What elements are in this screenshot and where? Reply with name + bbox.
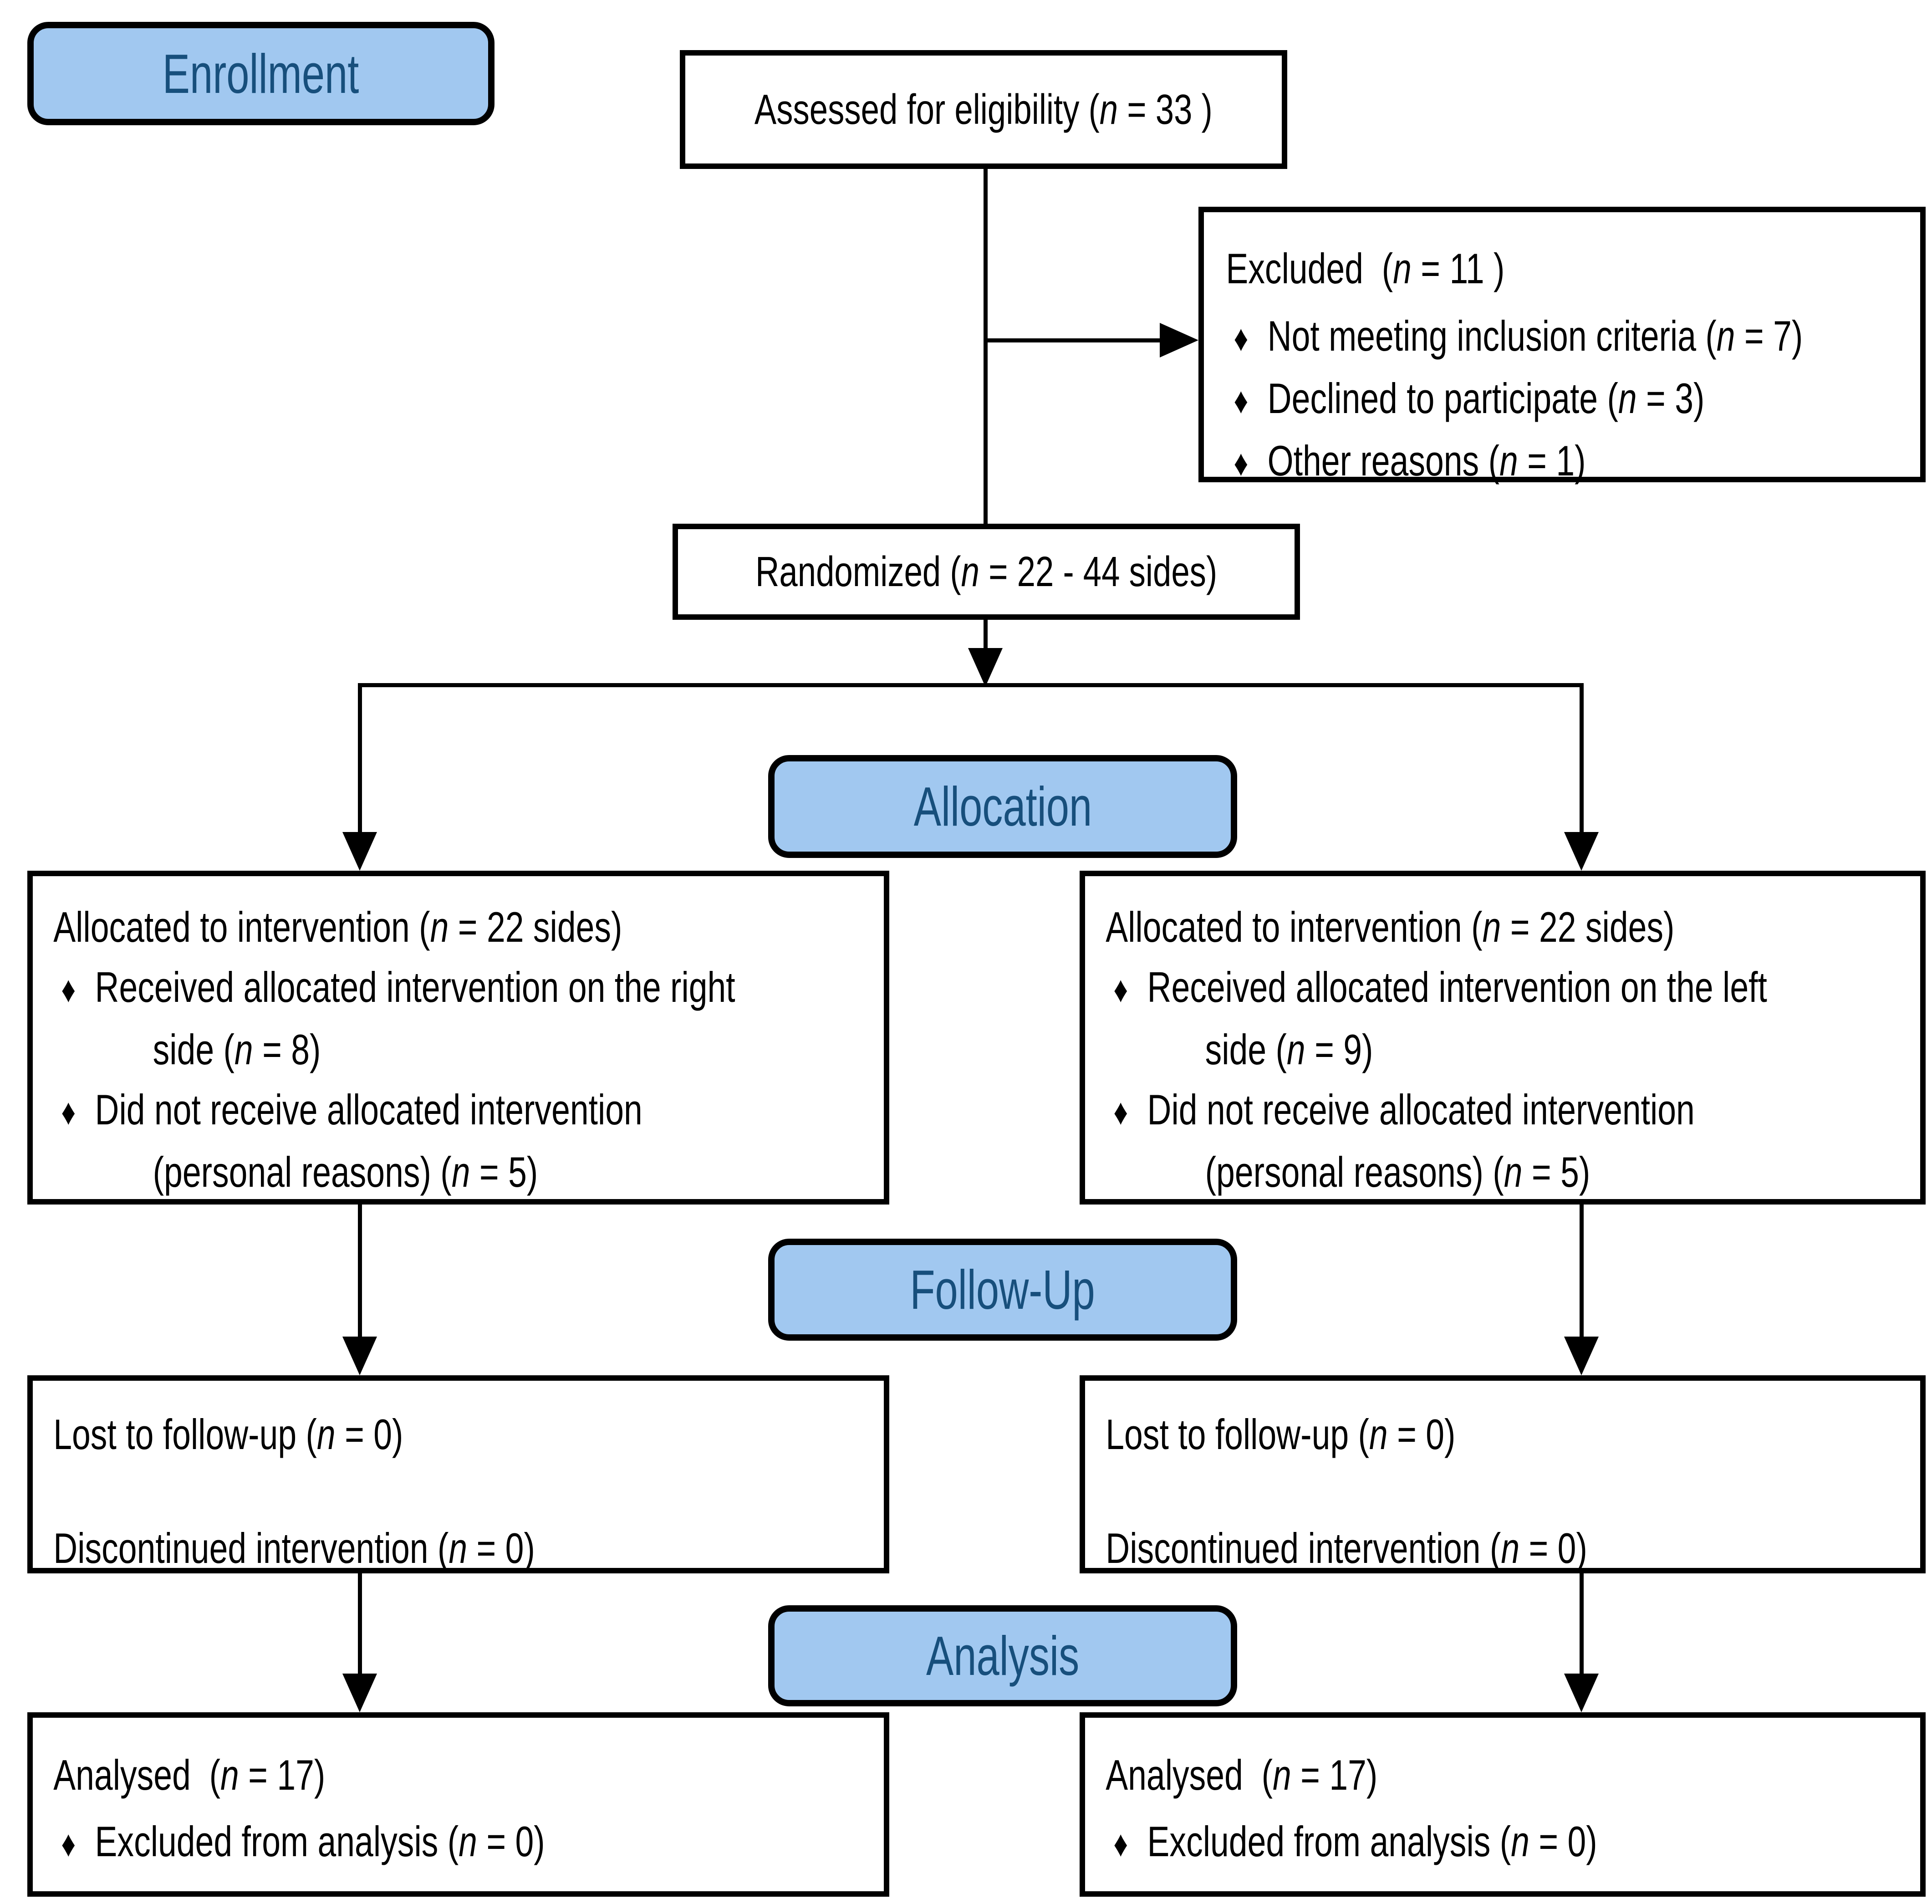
diamond-bullet-icon: ♦: [1234, 318, 1249, 358]
arrowhead-analysis-right-icon: [1564, 1674, 1599, 1712]
connector-split-to-allocation-left-line: [358, 683, 362, 833]
assessed-text: Assessed for eligibility (n = 33 ): [754, 86, 1213, 133]
followup-right-content: Lost to follow-up (n = 0) Discontinued i…: [1085, 1381, 1919, 1578]
arrowhead-randomized-to-split-icon: [968, 648, 1003, 687]
arrowhead-followup-left-icon: [342, 1337, 377, 1375]
stage-label-enrollment-text: Enrollment: [163, 42, 359, 105]
connector-followup-to-analysis-right-line: [1580, 1573, 1584, 1676]
connector-allocation-to-followup-right-line: [1580, 1205, 1584, 1339]
analysis-left-box: Analysed (n = 17) ♦ Excluded from analys…: [27, 1712, 889, 1897]
diamond-bullet-icon: ♦: [61, 969, 76, 1010]
connector-randomized-to-split-line: [984, 620, 988, 649]
arrowhead-followup-right-icon: [1564, 1337, 1599, 1375]
allocation-left-content: Allocated to intervention (n = 22 sides)…: [33, 876, 882, 1202]
connector-assessed-to-randomized-line: [984, 168, 988, 525]
diamond-bullet-icon: ♦: [1234, 443, 1249, 483]
assessed-box: Assessed for eligibility (n = 33 ): [680, 50, 1287, 169]
analysis-right-box: Analysed (n = 17) ♦ Excluded from analys…: [1080, 1712, 1926, 1897]
analysis-left-line-1: Analysed (n = 17): [53, 1751, 326, 1799]
allocation-right-bullet-2-text: Did not receive allocated intervention: [1147, 1086, 1695, 1133]
allocation-right-bullet-1-cont: side (n = 9): [1205, 1026, 1373, 1073]
analysis-left-bullet: ♦ Excluded from analysis (n = 0): [53, 1812, 868, 1874]
allocation-left-bullet-2-cont: (personal reasons) (n = 5): [153, 1148, 538, 1196]
followup-right-line-1: Lost to follow-up (n = 0): [1106, 1410, 1456, 1458]
connector-to-excluded-line: [984, 338, 1161, 342]
allocation-left-title: Allocated to intervention (n = 22 sides): [53, 903, 622, 951]
excluded-bullet-1-text: Not meeting inclusion criteria (n = 7): [1267, 312, 1803, 360]
allocation-left-bullet-1-cont: side (n = 8): [153, 1026, 321, 1073]
stage-label-followup-text: Follow-Up: [910, 1259, 1096, 1321]
excluded-bullet-3: ♦ Other reasons (n = 1): [1226, 431, 1901, 493]
allocation-left-box: Allocated to intervention (n = 22 sides)…: [27, 871, 889, 1205]
arrowhead-allocation-left-icon: [342, 832, 377, 871]
allocation-right-bullet-1: ♦ Received allocated intervention on the…: [1106, 957, 1905, 1020]
connector-followup-to-analysis-left-line: [358, 1573, 362, 1676]
diamond-bullet-icon: ♦: [1113, 1092, 1128, 1132]
connector-allocation-to-followup-left-line: [358, 1205, 362, 1339]
followup-left-content: Lost to follow-up (n = 0) Discontinued i…: [33, 1381, 882, 1578]
arrowhead-analysis-left-icon: [342, 1674, 377, 1712]
allocation-left-bullet-2: ♦ Did not receive allocated intervention: [53, 1080, 868, 1142]
allocation-right-box: Allocated to intervention (n = 22 sides)…: [1080, 871, 1926, 1205]
allocation-left-bullet-2-text: Did not receive allocated intervention: [95, 1086, 642, 1133]
analysis-right-line-1: Analysed (n = 17): [1106, 1751, 1378, 1799]
followup-left-line-1: Lost to follow-up (n = 0): [53, 1410, 403, 1458]
connector-split-line: [358, 683, 1584, 687]
allocation-right-bullet-2: ♦ Did not receive allocated intervention: [1106, 1080, 1905, 1142]
analysis-right-bullet-text: Excluded from analysis (n = 0): [1147, 1817, 1597, 1865]
stage-label-followup: Follow-Up: [768, 1239, 1237, 1341]
stage-label-allocation-text: Allocation: [913, 776, 1092, 837]
analysis-right-content: Analysed (n = 17) ♦ Excluded from analys…: [1085, 1718, 1919, 1874]
excluded-box: Excluded (n = 11 ) ♦ Not meeting inclusi…: [1198, 207, 1926, 485]
diamond-bullet-icon: ♦: [61, 1092, 76, 1132]
diamond-bullet-icon: ♦: [1113, 969, 1128, 1010]
allocation-left-bullet-1: ♦ Received allocated intervention on the…: [53, 957, 868, 1020]
followup-left-box: Lost to follow-up (n = 0) Discontinued i…: [27, 1375, 889, 1573]
followup-right-line-2: Discontinued intervention (n = 0): [1106, 1524, 1587, 1572]
diamond-bullet-icon: ♦: [1234, 380, 1249, 421]
stage-label-analysis-text: Analysis: [926, 1625, 1080, 1687]
stage-label-enrollment: Enrollment: [27, 22, 494, 125]
excluded-bullet-2-text: Declined to participate (n = 3): [1267, 374, 1705, 422]
excluded-bullet-1: ♦ Not meeting inclusion criteria (n = 7): [1226, 306, 1901, 368]
analysis-left-content: Analysed (n = 17) ♦ Excluded from analys…: [33, 1718, 882, 1874]
diamond-bullet-icon: ♦: [61, 1823, 76, 1864]
followup-left-line-2: Discontinued intervention (n = 0): [53, 1524, 535, 1572]
allocation-left-bullet-1-text: Received allocated intervention on the r…: [95, 963, 735, 1011]
excluded-bullet-3-text: Other reasons (n = 1): [1267, 437, 1586, 485]
arrowhead-to-excluded-icon: [1160, 323, 1198, 357]
allocation-right-title: Allocated to intervention (n = 22 sides): [1106, 903, 1675, 951]
allocation-right-bullet-1-text: Received allocated intervention on the l…: [1147, 963, 1767, 1011]
stage-label-allocation: Allocation: [768, 755, 1237, 858]
excluded-content: Excluded (n = 11 ) ♦ Not meeting inclusi…: [1204, 212, 1919, 493]
randomized-text: Randomized (n = 22 - 44 sides): [755, 548, 1218, 595]
randomized-box: Randomized (n = 22 - 44 sides): [673, 524, 1300, 620]
diamond-bullet-icon: ♦: [1113, 1823, 1128, 1864]
followup-right-box: Lost to follow-up (n = 0) Discontinued i…: [1080, 1375, 1926, 1573]
analysis-right-bullet: ♦ Excluded from analysis (n = 0): [1106, 1812, 1905, 1874]
connector-split-to-allocation-right-line: [1580, 683, 1584, 833]
analysis-left-bullet-text: Excluded from analysis (n = 0): [95, 1817, 545, 1865]
allocation-right-content: Allocated to intervention (n = 22 sides)…: [1085, 876, 1919, 1202]
stage-label-analysis: Analysis: [768, 1605, 1237, 1706]
allocation-right-bullet-2-cont: (personal reasons) (n = 5): [1205, 1148, 1590, 1196]
arrowhead-allocation-right-icon: [1564, 832, 1599, 871]
excluded-title: Excluded (n = 11 ): [1226, 245, 1505, 292]
excluded-bullet-2: ♦ Declined to participate (n = 3): [1226, 368, 1901, 431]
